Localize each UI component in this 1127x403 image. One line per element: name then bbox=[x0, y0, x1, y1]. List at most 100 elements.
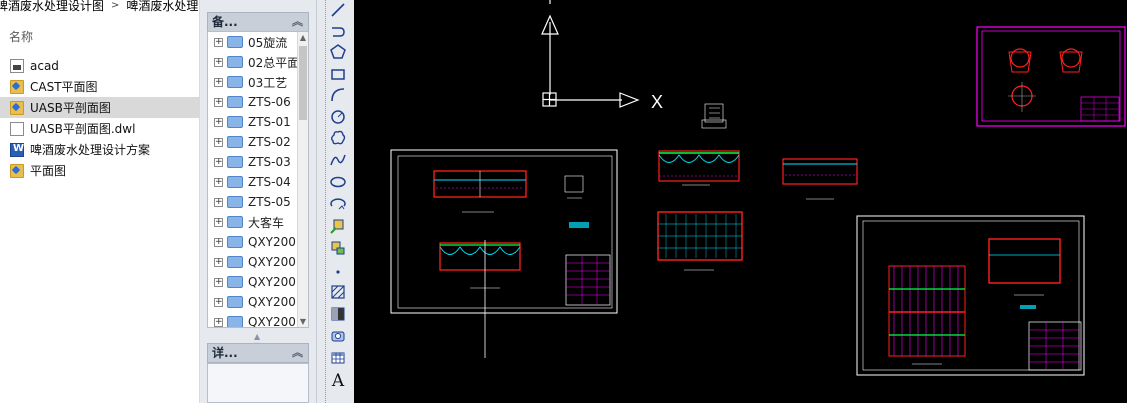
tree-item-label: QXY200 bbox=[248, 255, 296, 269]
tree-item[interactable]: +QXY200 bbox=[208, 272, 308, 292]
image-folder-icon bbox=[10, 100, 24, 115]
tree-item[interactable]: +02总平面 bbox=[208, 52, 308, 72]
table-icon[interactable] bbox=[328, 348, 348, 368]
breadcrumb-item[interactable]: 啤酒废水处理设计 bbox=[126, 0, 199, 13]
region-icon[interactable] bbox=[328, 326, 348, 346]
expand-plus-icon[interactable]: + bbox=[214, 56, 223, 67]
cad-drawing: X bbox=[390, 0, 1126, 376]
tree-item-label: ZTS-06 bbox=[248, 95, 291, 109]
tree-item[interactable]: +ZTS-05 bbox=[208, 192, 308, 212]
folder-icon bbox=[227, 216, 243, 228]
detail-symbol-small[interactable] bbox=[701, 103, 727, 129]
line-icon[interactable] bbox=[328, 0, 348, 20]
tree-item[interactable]: + ZTS-06 bbox=[208, 92, 308, 112]
scroll-down-icon[interactable]: ▼ bbox=[299, 317, 307, 326]
tree-item-label: 大客车 bbox=[248, 215, 285, 230]
section-view-right[interactable] bbox=[782, 158, 858, 200]
tree-item[interactable]: + QXY200 bbox=[208, 232, 308, 252]
folder-icon bbox=[227, 76, 243, 88]
polygon-icon[interactable] bbox=[328, 42, 348, 62]
expand-plus-icon[interactable]: + bbox=[214, 236, 223, 247]
folder-icon bbox=[227, 36, 243, 48]
tree-item[interactable]: +ZTS-02 bbox=[208, 132, 308, 152]
tree-item-label: 03工艺 bbox=[248, 75, 288, 90]
folder-icon bbox=[227, 236, 243, 248]
tree-item[interactable]: +QXY200 bbox=[208, 312, 308, 327]
expand-plus-icon[interactable]: + bbox=[214, 216, 223, 227]
details-header-label: 详... bbox=[212, 346, 238, 360]
document-icon bbox=[10, 58, 24, 73]
tree-scrollbar[interactable]: ▲ ▼ bbox=[297, 32, 308, 327]
gradient-icon[interactable] bbox=[328, 304, 348, 324]
plan-view-middle[interactable] bbox=[657, 211, 743, 271]
tree-list: +05旋流+02总平面+03工艺+ZTS-06+ZTS-01+ZTS-02+ZT… bbox=[208, 32, 308, 327]
expand-plus-icon[interactable]: + bbox=[214, 296, 223, 307]
expand-plus-icon[interactable]: + bbox=[214, 96, 223, 107]
expand-plus-icon[interactable]: + bbox=[214, 196, 223, 207]
point-icon[interactable] bbox=[328, 260, 348, 280]
tree-item[interactable]: +ZTS-01 bbox=[208, 112, 308, 132]
tree-item-label: ZTS-04 bbox=[248, 175, 291, 189]
file-row[interactable]: 啤酒废水处理设计方案 bbox=[0, 139, 199, 160]
drawing-sheet-top-right[interactable] bbox=[976, 26, 1126, 127]
tree-item[interactable]: + QXY200 bbox=[208, 292, 308, 312]
scroll-up-icon[interactable]: ▲ bbox=[299, 33, 307, 42]
tree-item[interactable]: +05旋流 bbox=[208, 32, 308, 52]
hatch-icon[interactable] bbox=[328, 282, 348, 302]
spline-icon[interactable] bbox=[328, 150, 348, 170]
details-section-header[interactable]: 详... ︽ bbox=[207, 343, 309, 363]
revcloud-icon[interactable] bbox=[328, 128, 348, 148]
drawing-canvas[interactable]: X bbox=[354, 0, 1127, 403]
ellipse-arc-icon[interactable] bbox=[328, 194, 348, 214]
folder-icon bbox=[227, 256, 243, 268]
tree-item[interactable]: +03工艺 bbox=[208, 72, 308, 92]
arc-icon[interactable] bbox=[328, 85, 348, 105]
file-row[interactable]: acad bbox=[0, 55, 199, 76]
scrollbar-thumb[interactable] bbox=[299, 46, 307, 120]
expand-plus-icon[interactable]: + bbox=[214, 136, 223, 147]
tree-item[interactable]: + ZTS-04 bbox=[208, 172, 308, 192]
rectangle-icon[interactable] bbox=[328, 64, 348, 84]
tree-item[interactable]: +ZTS-03 bbox=[208, 152, 308, 172]
toolbar-grip[interactable] bbox=[325, 0, 326, 403]
expand-plus-icon[interactable]: + bbox=[214, 36, 223, 47]
make-block-icon[interactable] bbox=[328, 238, 348, 258]
drawing-sheet-left[interactable] bbox=[390, 149, 618, 358]
column-header-name[interactable]: 名称 bbox=[9, 30, 34, 44]
folder-icon bbox=[227, 136, 243, 148]
expand-plus-icon[interactable]: + bbox=[214, 76, 223, 87]
expand-plus-icon[interactable]: + bbox=[214, 316, 223, 327]
expand-plus-icon[interactable]: + bbox=[214, 156, 223, 167]
tree-item-label: QXY200 bbox=[248, 295, 296, 309]
folder-icon bbox=[227, 56, 243, 68]
file-row[interactable]: UASB平剖面图 bbox=[0, 97, 199, 118]
breadcrumb-item[interactable]: 啤酒废水处理设计图 bbox=[0, 0, 105, 13]
tree-item-label: QXY200 bbox=[248, 235, 296, 249]
collapse-chevron-icon[interactable]: ︽ bbox=[292, 346, 303, 359]
expand-plus-icon[interactable]: + bbox=[214, 176, 223, 187]
file-row[interactable]: UASB平剖面图.dwl bbox=[0, 118, 199, 139]
file-name-label: CAST平面图 bbox=[30, 80, 98, 94]
insert-block-icon[interactable] bbox=[328, 216, 348, 236]
ucs-icon bbox=[541, 0, 640, 108]
multiline-text-icon[interactable]: A bbox=[331, 371, 345, 391]
tree-item-label: 02总平面 bbox=[248, 55, 300, 70]
expand-plus-icon[interactable]: + bbox=[214, 116, 223, 127]
ellipse-icon[interactable] bbox=[328, 172, 348, 192]
expand-plus-icon[interactable]: + bbox=[214, 276, 223, 287]
folders-header-label: 备... bbox=[212, 15, 238, 29]
file-row[interactable]: CAST平面图 bbox=[0, 76, 199, 97]
file-row[interactable]: 平面图 bbox=[0, 160, 199, 181]
section-view-middle[interactable] bbox=[658, 150, 740, 186]
circle-icon[interactable] bbox=[328, 107, 348, 127]
breadcrumb-separator-icon: > bbox=[111, 0, 120, 11]
folders-section-header[interactable]: 备... ︽ bbox=[207, 12, 309, 32]
polyline-icon[interactable] bbox=[328, 21, 348, 41]
collapse-chevron-icon[interactable]: ︽ bbox=[292, 15, 303, 28]
image-folder-icon bbox=[10, 79, 24, 94]
drawing-sheet-bottom-right[interactable] bbox=[856, 215, 1085, 376]
tree-item[interactable]: + 大客车 bbox=[208, 212, 308, 232]
expand-plus-icon[interactable]: + bbox=[214, 256, 223, 267]
tree-item[interactable]: + QXY200 bbox=[208, 252, 308, 272]
